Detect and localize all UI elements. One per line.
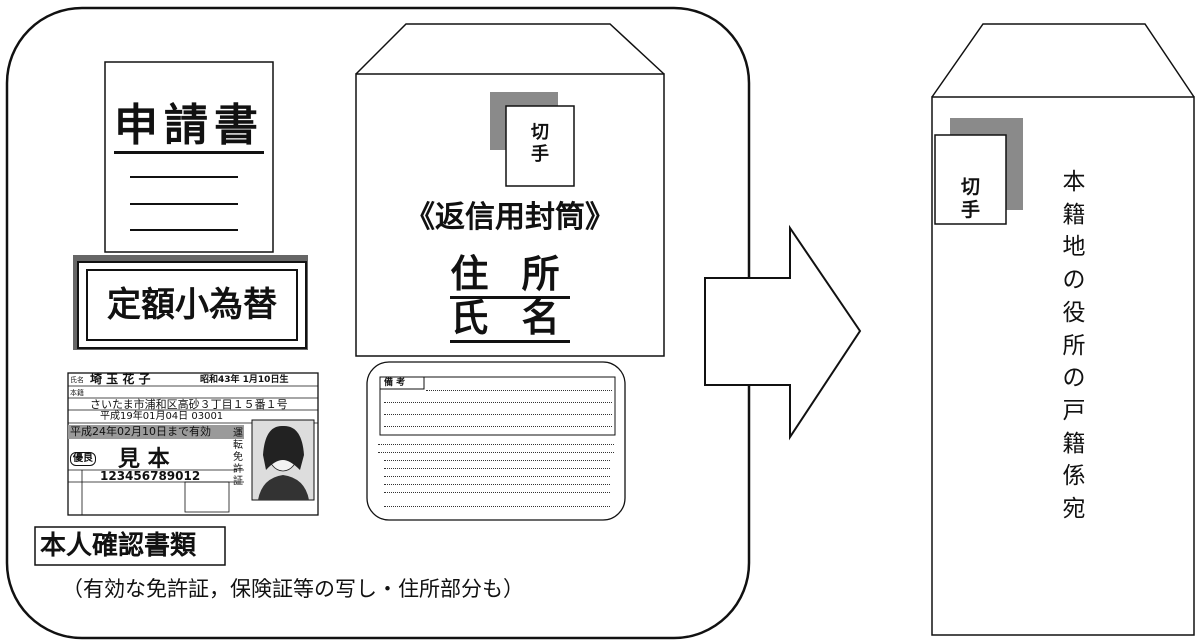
fine-print-line xyxy=(384,460,610,461)
return-stamp-box xyxy=(505,105,575,187)
return-envelope-address-label: 住 所 xyxy=(420,252,600,299)
id-expiry: 平成24年02月10日まで有効 xyxy=(70,425,211,438)
application-form-title: 申請書 xyxy=(110,100,268,154)
form-line xyxy=(130,203,238,205)
return-envelope-name-label: 氏 名 xyxy=(420,296,600,343)
remark-line xyxy=(384,426,612,427)
id-documents-note: （有効な免許証，保険証等の写し・住所部分も） xyxy=(62,577,524,601)
return-stamp: 切 手 xyxy=(531,122,549,165)
flow-arrow xyxy=(704,224,862,441)
return-envelope-title: 《返信用封筒》 xyxy=(405,200,615,235)
id-documents-label-box xyxy=(34,526,226,566)
remark-line xyxy=(384,414,612,415)
id-side-text: 運転免許証 xyxy=(233,428,243,487)
id-issue: 平成19年01月04日 03001 xyxy=(100,411,224,422)
addressed-stamp-box xyxy=(934,134,1007,225)
id-number: 123456789012 xyxy=(100,469,201,483)
fine-print-line xyxy=(384,476,610,477)
money-order-frame-inner xyxy=(86,269,298,341)
id-sample-mark: 見 本 xyxy=(118,447,170,472)
id-address: さいたま市浦和区高砂３丁目１５番１号 xyxy=(90,398,288,411)
id-address-field-label: 本籍 xyxy=(70,389,84,397)
return-envelope-flap xyxy=(355,23,665,75)
application-form-sheet xyxy=(104,61,274,253)
remark-line xyxy=(426,390,612,391)
fine-print-line xyxy=(384,506,610,507)
recipient-vertical-text: 本 籍 地 の 役 所 の 戸 籍 係 宛 xyxy=(1062,169,1086,523)
id-license-type: 優良 xyxy=(70,452,96,466)
money-order-label: 定額小為替 xyxy=(107,285,277,325)
card-back xyxy=(366,361,626,521)
id-documents-label: 本人確認書類 xyxy=(40,531,197,561)
fine-print-line xyxy=(384,468,610,469)
form-line xyxy=(130,229,238,231)
remark-line xyxy=(384,402,612,403)
fine-print-line xyxy=(378,452,614,453)
fine-print-line xyxy=(384,484,610,485)
fine-print-line xyxy=(384,492,610,493)
addressed-stamp: 切 手 xyxy=(960,176,980,221)
id-birth: 昭和43年 1月10日生 xyxy=(200,375,289,385)
id-card-expiry-band xyxy=(68,425,244,439)
card-back-header: 備 考 xyxy=(384,378,406,388)
addressed-envelope-flap xyxy=(931,23,1195,98)
fine-print-line xyxy=(378,444,614,445)
id-name-field-label: 氏名 xyxy=(70,376,84,384)
id-name: 埼 玉 花 子 xyxy=(90,372,151,386)
form-line xyxy=(130,176,238,178)
